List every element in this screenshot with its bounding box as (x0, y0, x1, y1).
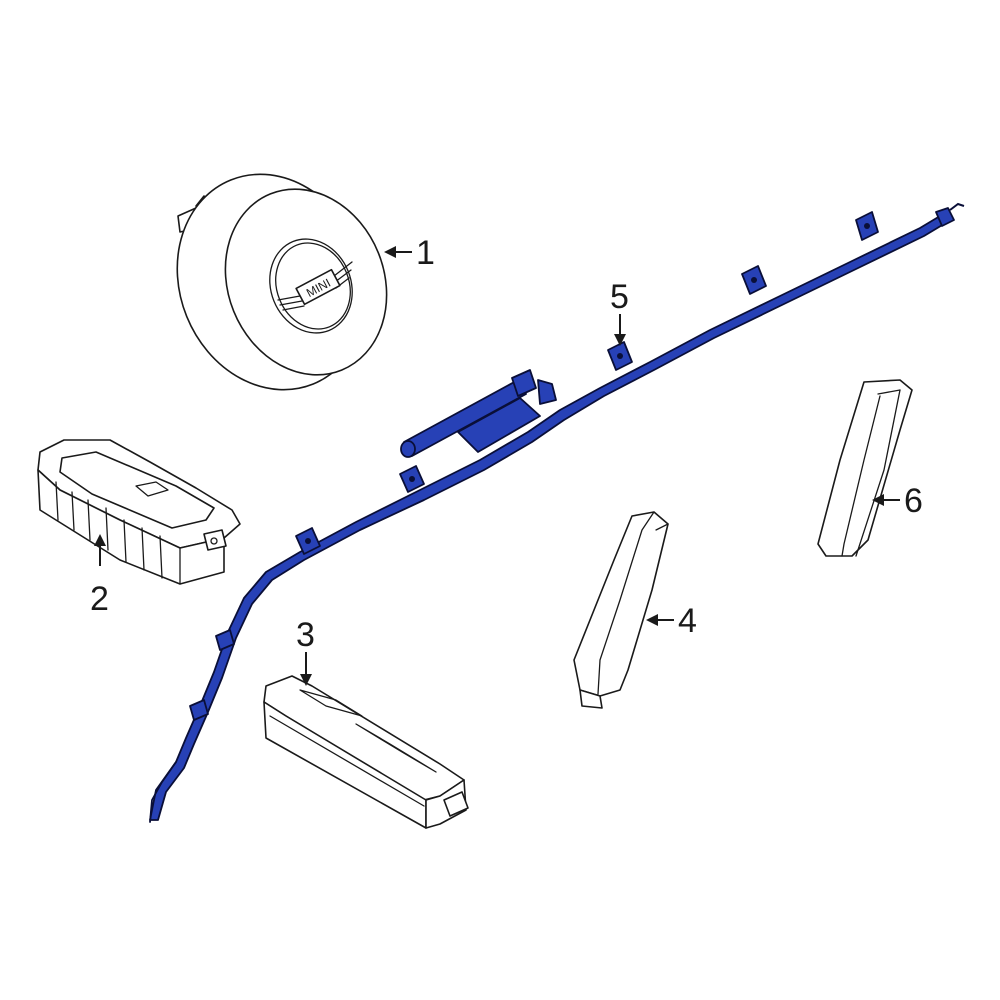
part-3-control-module[interactable] (263, 675, 469, 829)
callout-5-label: 5 (610, 278, 629, 316)
callout-1-label: 1 (416, 234, 435, 272)
callout-6-label: 6 (904, 482, 923, 520)
mini-logo: MINI (277, 261, 353, 311)
part-2-passenger-airbag[interactable] (37, 439, 241, 585)
callout-3: 3 (296, 616, 315, 686)
part-1-airbag-module[interactable]: MINI (145, 146, 413, 419)
callout-3-label: 3 (296, 616, 315, 654)
callout-1: 1 (384, 234, 435, 272)
callout-4: 4 (646, 602, 697, 640)
part-5-curtain-airbag[interactable] (149, 202, 965, 823)
callout-2-label: 2 (90, 580, 109, 618)
part-4-side-airbag[interactable] (573, 511, 669, 709)
callout-5: 5 (610, 278, 629, 346)
callout-2: 2 (90, 534, 109, 618)
callout-4-label: 4 (678, 602, 697, 640)
callout-6: 6 (872, 482, 923, 520)
part-6-side-module[interactable] (817, 379, 913, 557)
